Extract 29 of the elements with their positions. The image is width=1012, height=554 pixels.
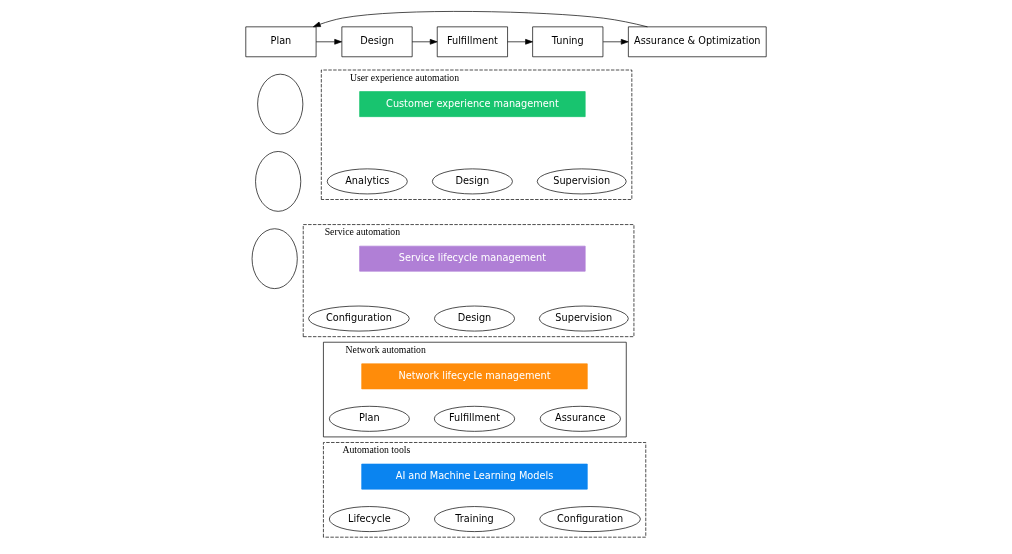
node-box: Network lifecycle management [361, 363, 588, 390]
node-ellipse: Analytics [326, 168, 408, 195]
node-circle [251, 228, 298, 289]
arrow [507, 39, 533, 45]
node-ellipse: Design [434, 305, 515, 332]
arrow [602, 39, 629, 45]
node-circle [255, 151, 302, 212]
node-ellipse: Plan [328, 405, 410, 432]
node-ellipse: Supervision [538, 305, 629, 332]
node-box: Assurance & Optimization [628, 26, 767, 58]
node-box: Service lifecycle management [359, 245, 586, 272]
node-ellipse: Configuration [539, 506, 641, 532]
node-ellipse: Assurance [539, 405, 621, 432]
node-circle [257, 73, 304, 135]
node-ellipse: Fulfillment [433, 405, 515, 432]
node-ellipse: Configuration [308, 305, 410, 332]
node-box: Design [341, 26, 413, 58]
arrow [313, 11, 648, 28]
node-box: Customer experience management [359, 91, 586, 117]
arrow [411, 39, 438, 45]
node-ellipse: Lifecycle [328, 506, 410, 532]
node-ellipse: Supervision [536, 168, 627, 195]
node-ellipse: Design [432, 168, 513, 195]
node-box: Plan [245, 26, 317, 58]
node-box: Fulfillment [436, 26, 508, 58]
node-ellipse: Training [434, 506, 515, 532]
node-box: Tuning [532, 26, 604, 58]
arrow [315, 39, 342, 45]
node-box: AI and Machine Learning Models [361, 463, 588, 490]
